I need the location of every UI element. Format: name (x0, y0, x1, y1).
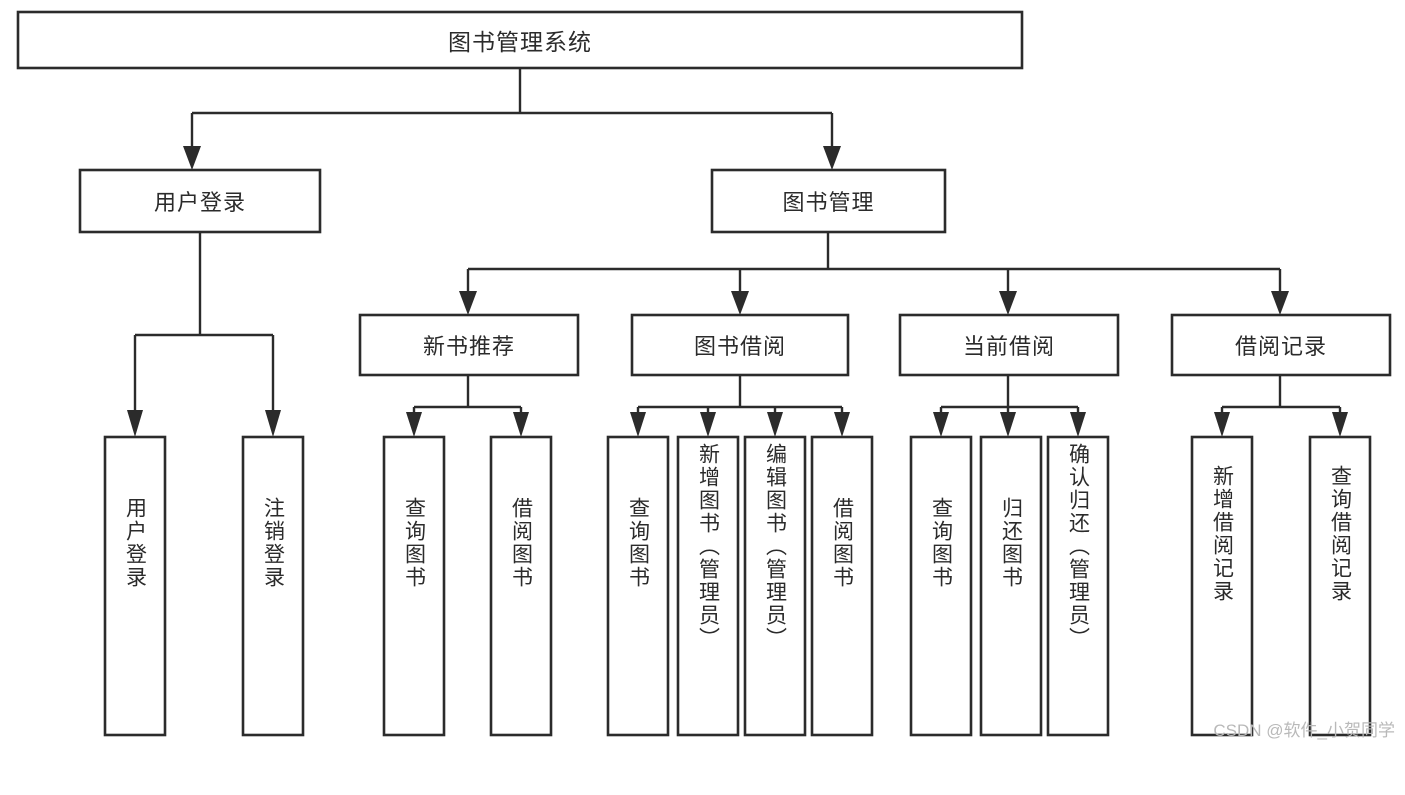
node-box-leaf-user-login[interactable] (103, 435, 167, 737)
node-box-leaf-add-book[interactable] (676, 435, 740, 737)
flowchart-svg (16, 10, 1392, 737)
arrowhead-new-book-recommend (459, 291, 477, 315)
node-box-leaf-add-record[interactable] (1190, 435, 1254, 737)
node-box-leaf-query-book-3[interactable] (909, 435, 973, 737)
arrowhead-leaf-user-login (127, 410, 143, 437)
arrowhead-leaf-query-book-3 (933, 412, 949, 437)
arrowhead-current-borrow (999, 291, 1017, 315)
node-box-book-borrow[interactable] (630, 313, 850, 377)
arrowhead-user-login (183, 146, 201, 170)
arrowhead-leaf-return-book (1000, 412, 1016, 437)
connector-group-bookborrow-to-leaves (630, 375, 850, 437)
arrowhead-leaf-edit-book (767, 412, 783, 437)
connector-group-borrowrecord-to-leaves (1214, 375, 1348, 437)
arrowhead-borrow-record (1271, 291, 1289, 315)
arrowhead-leaf-query-book-1 (406, 412, 422, 437)
connector-group-userlogin-to-leaves (127, 232, 281, 437)
arrowhead-leaf-add-record (1214, 412, 1230, 437)
connector-group-bookmanage-to-level2 (459, 232, 1289, 315)
diagram-canvas: 图书管理系统 用户登录 图书管理 新书推荐 图书借阅 当前借阅 借阅记录 用户登… (16, 10, 1395, 740)
node-box-leaf-return-book[interactable] (979, 435, 1043, 737)
arrowhead-leaf-query-book-2 (630, 412, 646, 437)
arrowhead-leaf-borrow-book-2 (834, 412, 850, 437)
arrowhead-book-manage (823, 146, 841, 170)
node-box-book-manage[interactable] (710, 168, 947, 234)
csdn-watermark: CSDN @软件_小贺同学 (1213, 721, 1395, 740)
node-box-new-book-recommend[interactable] (358, 313, 580, 377)
connector-group-newbook-to-leaves (406, 375, 529, 437)
arrowhead-leaf-confirm-return (1070, 412, 1086, 437)
node-box-root[interactable] (16, 10, 1024, 70)
node-box-leaf-query-book-1[interactable] (382, 435, 446, 737)
connector-group-root-to-level1 (183, 68, 841, 170)
node-box-current-borrow[interactable] (898, 313, 1120, 377)
arrowhead-leaf-add-book (700, 412, 716, 437)
node-box-borrow-record[interactable] (1170, 313, 1392, 377)
node-box-leaf-edit-book[interactable] (743, 435, 807, 737)
connector-group-currentborrow-to-leaves (933, 375, 1086, 437)
arrowhead-leaf-logout-login (265, 410, 281, 437)
node-box-leaf-query-book-2[interactable] (606, 435, 670, 737)
node-box-leaf-query-record[interactable] (1308, 435, 1372, 737)
arrowhead-leaf-borrow-book-1 (513, 412, 529, 437)
node-box-user-login[interactable] (78, 168, 322, 234)
node-box-leaf-borrow-book-2[interactable] (810, 435, 874, 737)
node-box-leaf-logout-login[interactable] (241, 435, 305, 737)
node-box-leaf-confirm-return[interactable] (1046, 435, 1110, 737)
arrowhead-leaf-query-record (1332, 412, 1348, 437)
arrowhead-book-borrow (731, 291, 749, 315)
node-box-leaf-borrow-book-1[interactable] (489, 435, 553, 737)
